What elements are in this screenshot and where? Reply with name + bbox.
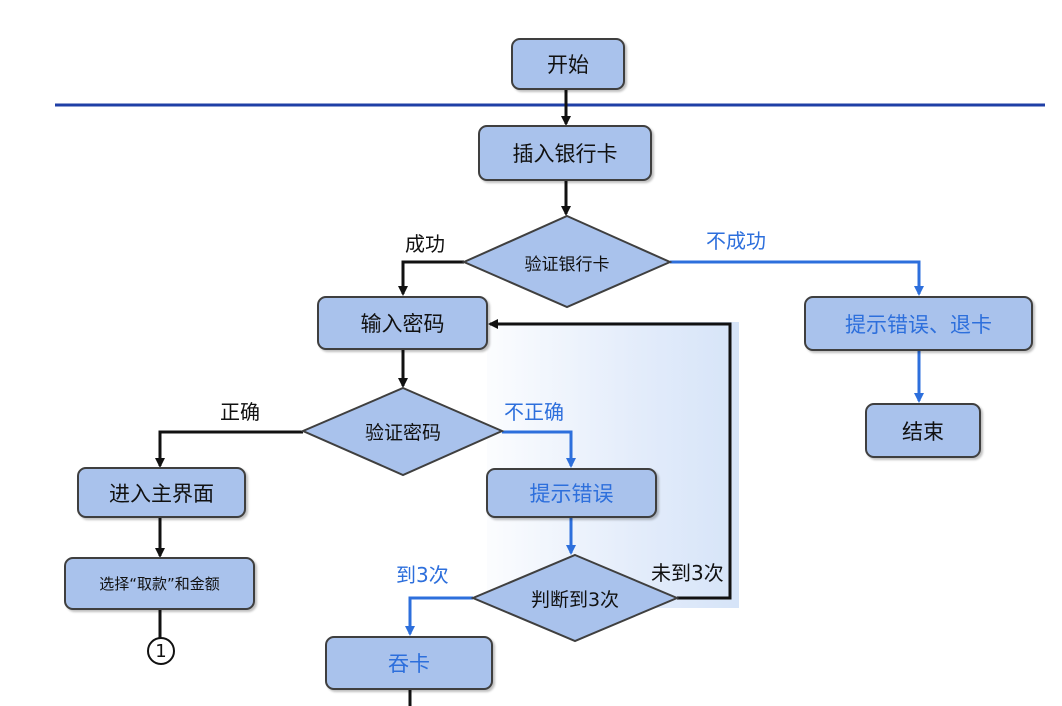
select-withdraw-node: 选择“取款”和金额	[64, 557, 255, 610]
verify-card-diamond	[461, 214, 673, 309]
verify-password-diamond	[300, 386, 505, 477]
enter-password-node: 输入密码	[317, 296, 488, 350]
edge-verify-correct	[155, 430, 303, 468]
start-node: 开始	[511, 38, 625, 90]
swallow-card-node: 吞卡	[325, 636, 493, 690]
error-eject-node: 提示错误、退卡	[804, 296, 1033, 351]
connector-1: 1	[147, 637, 175, 665]
edge-verify-incorrect	[502, 430, 576, 468]
success-label: 成功	[405, 232, 445, 256]
correct-label: 正确	[220, 400, 260, 424]
prompt-error-node: 提示错误	[486, 468, 657, 518]
judge-three-label: 判断到3次	[530, 588, 620, 611]
fail-label: 不成功	[706, 229, 766, 253]
judge-three-diamond	[470, 553, 680, 643]
edge-verify-success	[398, 260, 464, 296]
verify-card-label: 验证银行卡	[524, 254, 610, 275]
incorrect-label: 不正确	[504, 400, 564, 424]
insert-card-node: 插入银行卡	[478, 125, 652, 181]
retry-loop-shade	[487, 322, 739, 608]
not-reached-three-label: 未到3次	[651, 561, 724, 585]
edge-judge-reached	[405, 596, 473, 636]
reached-three-label: 到3次	[396, 563, 449, 587]
verify-password-label: 验证密码	[364, 421, 441, 444]
edge-judge-retry	[488, 319, 732, 600]
main-screen-node: 进入主界面	[77, 467, 246, 518]
end-node: 结束	[865, 403, 981, 458]
edge-verify-fail	[670, 260, 924, 296]
